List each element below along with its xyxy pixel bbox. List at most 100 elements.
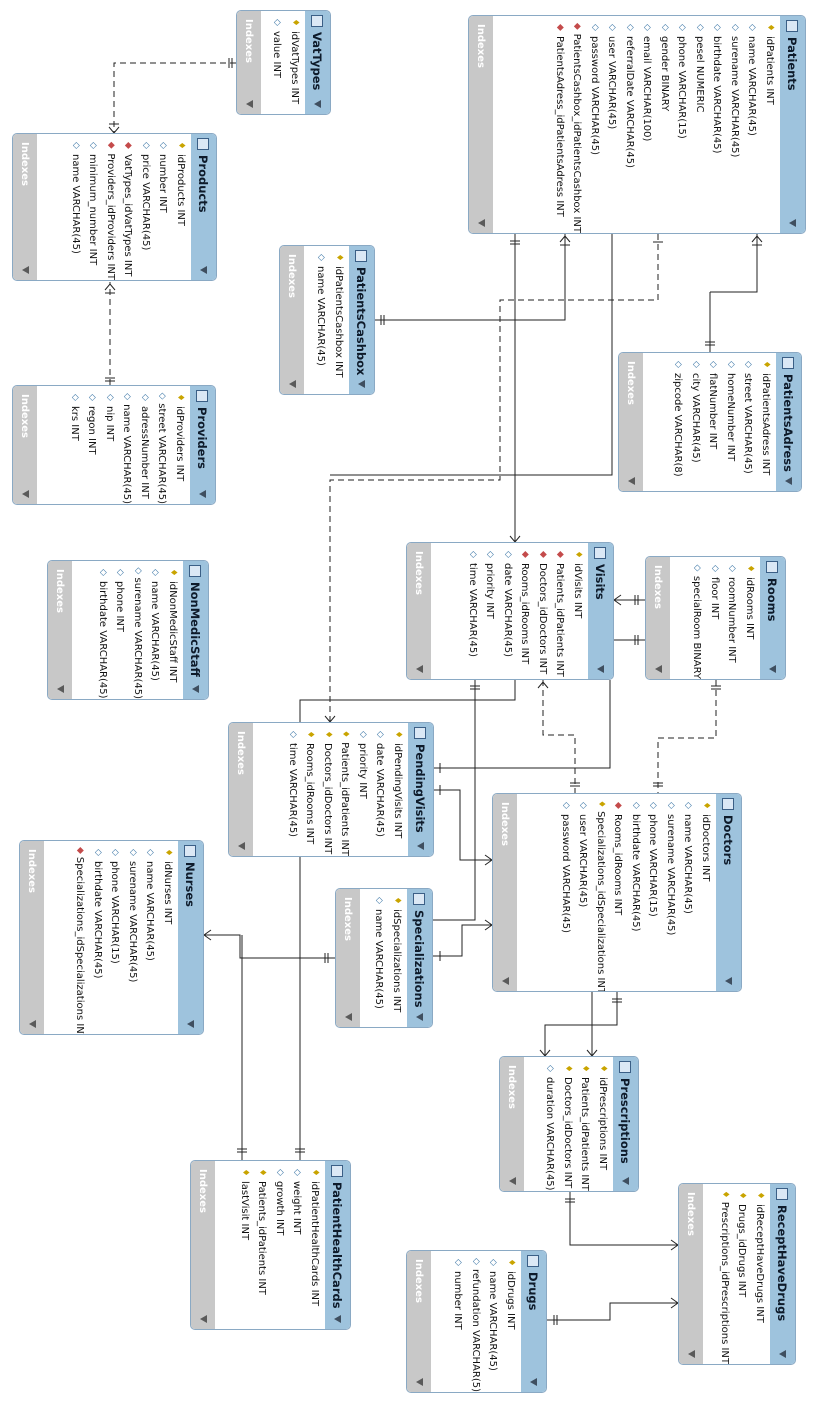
- collapse-triangle-icon[interactable]: [345, 1013, 352, 1021]
- table-nurses[interactable]: Nurses♦idNurses INT◇name VARCHAR(45)◇sur…: [19, 840, 204, 1035]
- table-column[interactable]: ◇phone INT: [111, 561, 129, 699]
- table-header[interactable]: Prescriptions: [613, 1057, 638, 1191]
- collapse-triangle-icon[interactable]: [725, 977, 732, 985]
- table-column[interactable]: ◆PatientsCashbox_idPatientsCashbox INT: [568, 16, 586, 233]
- collapse-triangle-icon[interactable]: [246, 100, 253, 108]
- table-column[interactable]: ◇number INT: [154, 134, 172, 280]
- indexes-section[interactable]: Indexes: [500, 1057, 524, 1191]
- collapse-triangle-icon[interactable]: [29, 1020, 36, 1028]
- collapse-triangle-icon[interactable]: [416, 665, 423, 673]
- collapse-triangle-icon[interactable]: [358, 380, 365, 388]
- table-column[interactable]: ♦idPatientsCashbox INT: [330, 246, 348, 394]
- table-nonmedicstaff[interactable]: NonMedicStaff♦idNonMedicStaff INT◇name V…: [47, 560, 209, 700]
- indexes-section[interactable]: Indexes: [48, 561, 72, 699]
- table-column[interactable]: ◇name VARCHAR(45): [679, 794, 697, 991]
- table-drugs[interactable]: Drugs♦idDrugs INT◇name VARCHAR(45)◇refun…: [406, 1250, 547, 1393]
- table-column[interactable]: ◇street VARCHAR(45): [739, 353, 757, 491]
- table-column[interactable]: ◇price VARCHAR(45): [137, 134, 155, 280]
- collapse-triangle-icon[interactable]: [22, 266, 29, 274]
- table-column[interactable]: ◇specialRoom BINARY: [688, 557, 706, 679]
- collapse-triangle-icon[interactable]: [655, 665, 662, 673]
- collapse-triangle-icon[interactable]: [509, 1177, 516, 1185]
- table-column[interactable]: ◇number INT: [449, 1251, 467, 1392]
- table-column[interactable]: ◇refundation VARCHAR(5): [467, 1251, 485, 1392]
- table-column[interactable]: ◇floor INT: [706, 557, 724, 679]
- table-column[interactable]: ◆Patients_idPatients INT: [551, 543, 569, 679]
- table-column[interactable]: ◇user VARCHAR(45): [574, 794, 592, 991]
- table-recepthavedrugs[interactable]: ReceptHaveDrugs♦idReceptHaveDrugs INT♦Dr…: [678, 1183, 796, 1365]
- indexes-section[interactable]: Indexes: [407, 1251, 431, 1392]
- table-column[interactable]: ◇surename VARCHAR(45): [662, 794, 680, 991]
- table-column[interactable]: ♦lastVisit INT: [236, 1161, 254, 1329]
- table-column[interactable]: ◇date VARCHAR(45): [371, 723, 389, 856]
- table-column[interactable]: ◆Doctors_idDoctors INT: [534, 543, 552, 679]
- table-header[interactable]: Drugs: [521, 1251, 546, 1392]
- collapse-triangle-icon[interactable]: [628, 477, 635, 485]
- table-column[interactable]: ◇surename VARCHAR(45): [124, 841, 142, 1034]
- table-header[interactable]: Patients: [780, 16, 805, 233]
- table-column[interactable]: ◇krs INT: [66, 386, 84, 504]
- collapse-triangle-icon[interactable]: [416, 1378, 423, 1386]
- table-column[interactable]: ♦idReceptHaveDrugs INT: [751, 1184, 769, 1364]
- table-header[interactable]: PatientHealthCards: [325, 1161, 350, 1329]
- table-column[interactable]: ◇name VARCHAR(45): [141, 841, 159, 1034]
- table-column[interactable]: ♦Patients_idPatients INT: [336, 723, 354, 856]
- indexes-section[interactable]: Indexes: [280, 246, 304, 394]
- table-column[interactable]: ◇street VARCHAR(45): [153, 386, 171, 504]
- collapse-triangle-icon[interactable]: [57, 685, 64, 693]
- table-column[interactable]: ◆Providers_idProviders INT: [102, 134, 120, 280]
- table-patients[interactable]: Patients♦idPatients INT◇name VARCHAR(45)…: [468, 15, 806, 234]
- collapse-triangle-icon[interactable]: [238, 842, 245, 850]
- collapse-triangle-icon[interactable]: [417, 842, 424, 850]
- table-column[interactable]: ◇birthdate VARCHAR(45): [627, 794, 645, 991]
- table-providers[interactable]: Providers♦idProviders INT◇street VARCHAR…: [12, 385, 216, 505]
- table-column[interactable]: ◇surename VARCHAR(45): [726, 16, 744, 233]
- table-header[interactable]: ReceptHaveDrugs: [770, 1184, 795, 1364]
- table-column[interactable]: ◇user VARCHAR(45): [603, 16, 621, 233]
- collapse-triangle-icon[interactable]: [478, 219, 485, 227]
- collapse-triangle-icon[interactable]: [200, 266, 207, 274]
- table-column[interactable]: ◇name VARCHAR(45): [370, 889, 388, 1027]
- collapse-triangle-icon[interactable]: [769, 665, 776, 673]
- table-column[interactable]: ♦idProducts INT: [172, 134, 190, 280]
- collapse-triangle-icon[interactable]: [199, 490, 206, 498]
- table-column[interactable]: ◇referralDate VARCHAR(45): [621, 16, 639, 233]
- table-column[interactable]: ◇pesel NUMERIC: [691, 16, 709, 233]
- table-column[interactable]: ♦Doctors_idDoctors INT: [319, 723, 337, 856]
- table-header[interactable]: PendingVisits: [408, 723, 433, 856]
- table-header[interactable]: VatTypes: [305, 11, 330, 114]
- table-column[interactable]: ◇surename VARCHAR(45): [129, 561, 147, 699]
- table-column[interactable]: ◇duration VARCHAR(45): [541, 1057, 559, 1191]
- indexes-section[interactable]: Indexes: [13, 386, 37, 504]
- table-column[interactable]: ♦Specializations_idSpecializations INT: [592, 794, 610, 992]
- table-column[interactable]: ◇birthdate VARCHAR(45): [708, 16, 726, 233]
- collapse-triangle-icon[interactable]: [779, 1350, 786, 1358]
- table-column[interactable]: ◇homeNumber INT: [722, 353, 740, 491]
- table-column[interactable]: ◇value INT: [268, 11, 286, 114]
- table-patientscashbox[interactable]: PatientsCashbox♦idPatientsCashbox INT◇na…: [279, 245, 375, 395]
- table-column[interactable]: ♦idPendingVisits INT: [389, 723, 407, 856]
- table-column[interactable]: ◇priority INT: [354, 723, 372, 856]
- table-column[interactable]: ◇weight INT: [288, 1161, 306, 1329]
- table-column[interactable]: ♦idProviders INT: [171, 386, 189, 504]
- indexes-section[interactable]: Indexes: [20, 841, 44, 1034]
- table-header[interactable]: PatientsAdress: [776, 353, 801, 491]
- table-column[interactable]: ◇nip INT: [101, 386, 119, 504]
- table-column[interactable]: ◇priority INT: [481, 543, 499, 679]
- table-column[interactable]: ♦Rooms_idRooms INT: [301, 723, 319, 856]
- collapse-triangle-icon[interactable]: [416, 1013, 423, 1021]
- table-header[interactable]: Providers: [190, 386, 215, 504]
- table-column[interactable]: ♦idPatientHealthCards INT: [306, 1161, 324, 1329]
- table-column[interactable]: ◇roomNumber INT: [723, 557, 741, 679]
- table-doctors[interactable]: Doctors♦idDoctors INT◇name VARCHAR(45)◇s…: [492, 793, 742, 992]
- collapse-triangle-icon[interactable]: [187, 1020, 194, 1028]
- table-column[interactable]: ◆Specializations_idSpecializations INT: [71, 841, 89, 1035]
- table-column[interactable]: ♦idVisits INT: [569, 543, 587, 679]
- table-column[interactable]: ◇email VARCHAR(100): [638, 16, 656, 233]
- table-column[interactable]: ♦idNurses INT: [159, 841, 177, 1034]
- table-column[interactable]: ♦Patients_idPatients INT: [253, 1161, 271, 1329]
- table-column[interactable]: ♦idDrugs INT: [502, 1251, 520, 1392]
- table-column[interactable]: ◆VatTypes_idVatTypes INT: [119, 134, 137, 280]
- table-pendingvisits[interactable]: PendingVisits♦idPendingVisits INT◇date V…: [228, 722, 434, 857]
